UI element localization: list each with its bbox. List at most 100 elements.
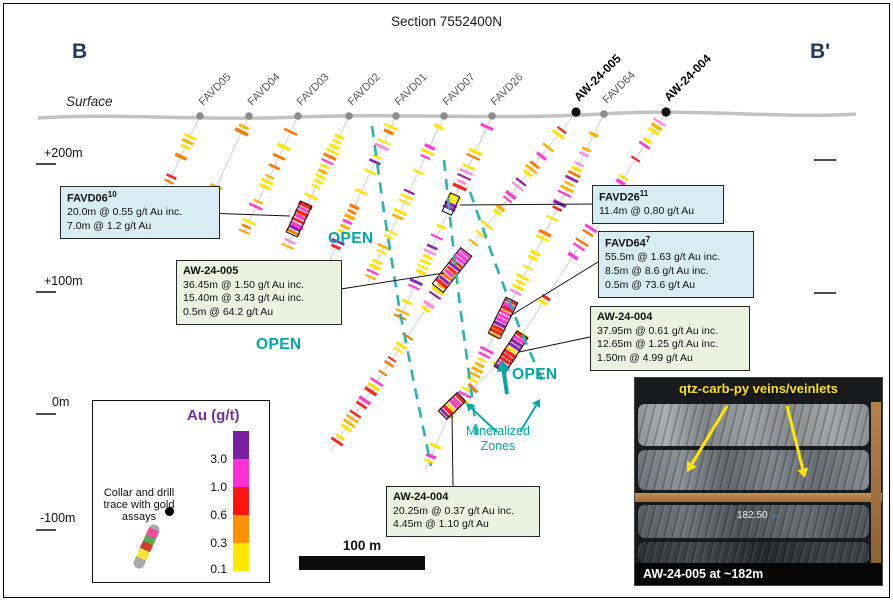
legend-box: Au (g/t) 3.0 1.0 0.6 0.3 0.1 Collar and …: [92, 400, 270, 583]
assay-interval-high-grade: [510, 338, 523, 348]
assay-interval: [468, 370, 481, 379]
collar-FAVD05: [196, 112, 204, 120]
interval-highlight-outline: [285, 200, 313, 238]
assay-line: 0.5m @ 73.6 g/t Au: [605, 278, 696, 291]
callout-title: FAVD0610: [67, 190, 117, 205]
assay-interval: [574, 160, 585, 168]
assay-interval: [504, 189, 517, 201]
callout-favd26: FAVD2611 11.4m @ 0.80 g/t Au: [592, 185, 724, 225]
assay-interval: [401, 298, 413, 306]
assay-interval: [241, 223, 252, 230]
assay-interval-high-grade: [285, 227, 301, 237]
scale-bar-label: 100 m: [342, 538, 382, 553]
drill-trace-FAVD01: [327, 115, 397, 265]
assay-interval: [303, 192, 319, 201]
assay-interval: [355, 400, 368, 410]
assay-interval: [395, 340, 408, 351]
legend-color-1.0: [233, 459, 249, 487]
assay-interval: [567, 169, 581, 179]
callout-leader-6: [451, 412, 454, 487]
assay-interval: [522, 168, 533, 178]
assay-line: 8.5m @ 8.6 g/t Au inc.: [605, 265, 709, 278]
callout-aw-24-004-upper: AW-24-004 37.95m @ 0.61 g/t Au inc. 12.6…: [590, 306, 750, 372]
zone-arrow-icon-head: [532, 399, 540, 408]
assay-interval: [647, 126, 660, 137]
assay-interval: [420, 304, 431, 314]
assay-interval: [638, 140, 651, 150]
legend-note: Collar and drill trace with gold assays: [103, 487, 175, 523]
assay-interval: [475, 229, 486, 239]
assay-interval: [492, 208, 502, 217]
assay-interval: [457, 390, 472, 399]
callout-favd64: FAVD647 55.5m @ 1.63 g/t Au inc. 8.5m @ …: [598, 231, 754, 298]
assay-interval: [433, 123, 445, 131]
assay-interval: [552, 205, 563, 212]
assay-interval: [393, 346, 404, 354]
assay-interval: [283, 127, 298, 137]
assay-interval-high-grade: [489, 327, 503, 337]
assay-line: 37.95m @ 0.61 g/t Au inc.: [597, 324, 718, 337]
assay-interval: [552, 198, 567, 209]
assay-interval: [535, 151, 547, 161]
assay-line: 20.0m @ 0.55 g/t Au inc.: [67, 206, 183, 219]
callout-leader-3: [459, 203, 593, 206]
collar-FAVD26: [488, 112, 496, 120]
assay-interval: [476, 356, 488, 364]
assay-interval: [332, 138, 342, 145]
vein-arrow-icon: [690, 405, 729, 465]
mineralized-zone-line-1: [370, 125, 433, 467]
assay-interval: [370, 376, 384, 388]
assay-interval-high-grade: [438, 274, 450, 285]
hole-label-FAVD04: FAVD04: [246, 71, 283, 108]
assay-interval: [557, 189, 572, 198]
assay-interval-high-grade: [440, 271, 454, 283]
assay-interval: [241, 217, 256, 226]
assay-interval: [457, 178, 467, 186]
assay-interval-high-grade: [294, 208, 309, 218]
callout-title: AW-24-004: [597, 311, 653, 323]
assay-interval: [650, 122, 663, 132]
elevation-label-zero: 0m: [52, 395, 70, 409]
legend-color-scale: [233, 431, 249, 571]
assay-interval: [387, 355, 397, 363]
assay-interval: [535, 233, 550, 243]
assay-interval: [398, 198, 411, 206]
assay-line: 12.65m @ 1.25 g/t Au inc.: [597, 338, 718, 351]
assay-interval: [248, 202, 263, 211]
assay-interval: [276, 142, 291, 152]
assay-interval: [642, 136, 653, 145]
collar-AW-24-004: [661, 107, 671, 117]
assay-interval: [412, 168, 424, 176]
assay-interval: [515, 278, 526, 286]
photo-arrow-annotations: [687, 405, 809, 478]
assay-interval-high-grade: [501, 300, 517, 311]
core-row: [638, 505, 869, 538]
assay-interval-high-grade: [447, 192, 461, 201]
open-label-3: OPEN: [512, 366, 558, 383]
assay-interval: [342, 418, 356, 429]
assay-line: 36.45m @ 1.50 g/t Au inc.: [183, 278, 304, 291]
assay-interval: [281, 242, 295, 251]
hole-label-FAVD01: FAVD01: [393, 71, 430, 108]
assay-interval: [164, 178, 175, 185]
assay-interval: [366, 268, 379, 276]
hole-label-FAVD03: FAVD03: [295, 71, 332, 108]
collar-AW-24-005: [571, 107, 581, 117]
assay-interval-high-grade: [446, 265, 458, 275]
assay-interval: [524, 163, 538, 175]
assay-interval: [337, 228, 349, 236]
assay-interval-high-grade: [297, 200, 313, 211]
assay-interval-high-grade: [459, 248, 471, 259]
collar-FAVD64: [600, 110, 608, 118]
assay-interval: [468, 238, 479, 247]
collar-FAVD03: [294, 112, 302, 120]
assay-interval: [490, 326, 503, 335]
assay-interval: [582, 228, 594, 238]
hole-label-FAVD26: FAVD26: [489, 71, 526, 108]
assay-interval: [567, 251, 579, 261]
collar-dot-icon: [165, 507, 174, 516]
assay-interval: [321, 157, 334, 166]
assay-interval: [431, 285, 446, 297]
assay-interval: [564, 180, 575, 188]
depth-mark: 182.50←: [737, 509, 782, 521]
